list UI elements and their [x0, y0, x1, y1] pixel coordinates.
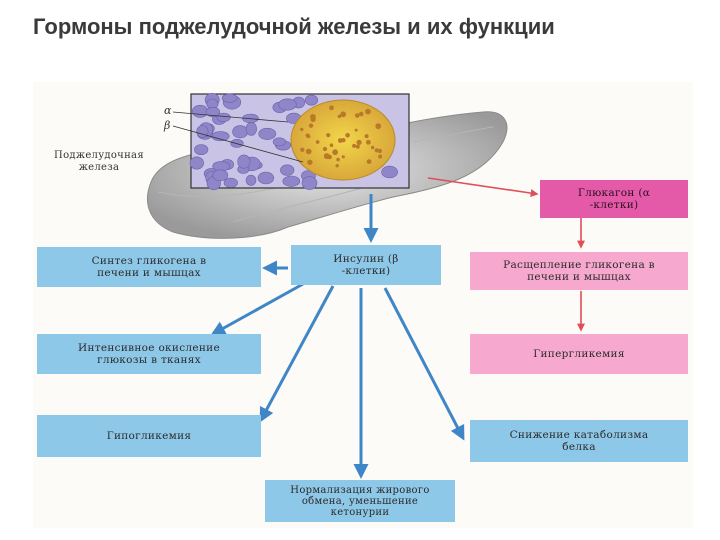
islet-cell — [337, 138, 343, 143]
insulin-box: Инсулин (β -клетки) — [291, 245, 441, 285]
islet-cell — [326, 133, 331, 138]
fat-metabolism-box: Нормализация жирового обмена, уменьшение… — [265, 480, 455, 522]
acinar-cell — [237, 154, 251, 169]
acinar-cell — [232, 125, 249, 139]
acinar-cell — [245, 174, 257, 186]
islet-cell — [335, 164, 339, 168]
islet-cell — [378, 154, 383, 159]
islet-cell — [315, 140, 320, 144]
arrow-insulin-to-oxidation — [210, 282, 304, 336]
acinar-cell — [245, 122, 257, 136]
arrow-islet-to-glucagon — [427, 177, 539, 198]
islet-cell — [300, 147, 305, 152]
diagram-canvas — [147, 92, 585, 479]
islet-cell — [305, 148, 312, 155]
acinar-cell — [212, 169, 229, 182]
glycogen-breakdown-box: Расщепление гликогена в печени и мышцах — [470, 252, 688, 290]
islet-cell — [345, 133, 350, 138]
acinar-cell — [280, 164, 295, 176]
islet-cell — [340, 111, 347, 118]
islet-cell — [366, 159, 372, 164]
acinar-cell — [196, 125, 209, 138]
islet-cell — [354, 113, 360, 118]
page-title: Гормоны поджелудочной железы и их функци… — [33, 14, 555, 39]
alpha-label: α — [164, 104, 172, 117]
acinar-cell — [282, 175, 301, 187]
acinar-cell — [272, 137, 286, 147]
acinar-cell — [194, 144, 209, 155]
beta-label: β — [164, 119, 171, 132]
acinar-cell — [189, 156, 204, 170]
islet-cell — [308, 123, 314, 128]
islet-cell — [364, 134, 369, 139]
diagram-figure: α β Поджелудочная железа Глюкагон (α -кл… — [33, 82, 693, 528]
acinar-cell — [278, 98, 297, 111]
islet-inset — [172, 92, 410, 191]
islet-cell — [370, 145, 375, 150]
arrow-insulin-to-catabolism — [383, 287, 465, 441]
arrow-insulin-to-hypoglycemia — [259, 285, 335, 423]
acinar-cell — [221, 93, 238, 103]
hypoglycemia-box: Гипогликемия — [37, 415, 261, 457]
acinar-cell — [257, 171, 275, 185]
islet-cell — [323, 153, 330, 160]
glucagon-box: Глюкагон (α -клетки) — [540, 180, 688, 218]
islet-cell — [355, 144, 360, 149]
acinar-cell — [304, 94, 319, 106]
glycogen-synthesis-box: Синтез гликогена в печени и мышцах — [37, 247, 261, 287]
islet-cell — [366, 139, 371, 145]
acinar-cell — [205, 106, 221, 118]
islet-cell — [310, 116, 316, 122]
acinar-cell — [192, 104, 209, 118]
pancreas-label: Поджелудочная железа — [54, 150, 144, 173]
arrows — [210, 177, 585, 479]
islet-cell — [365, 108, 371, 115]
islet-cell — [329, 143, 334, 147]
islet-cell — [336, 157, 340, 162]
islet-cell — [322, 146, 328, 152]
islet-cell — [356, 139, 362, 145]
islet-cell — [306, 134, 311, 139]
islet-cell — [329, 105, 334, 111]
catabolism-reduction-box: Снижение катаболизма белка — [470, 420, 688, 462]
islet-cell — [374, 148, 379, 153]
glucose-oxidation-box: Интенсивное окисление глюкозы в тканях — [37, 334, 261, 374]
islet-cell — [341, 155, 345, 159]
islet-cell — [358, 111, 364, 117]
islet-cell — [375, 123, 382, 130]
islet-cell — [337, 114, 342, 119]
hyperglycemia-box: Гипергликемия — [470, 334, 688, 374]
islet-cell — [307, 159, 313, 165]
islet-cell — [352, 143, 357, 148]
islet-cell — [300, 127, 304, 132]
acinar-cell — [301, 176, 318, 190]
acinar-cell — [223, 177, 238, 188]
acinar-cell — [258, 127, 277, 140]
acinar-cell — [381, 165, 398, 179]
islet-cell — [354, 128, 358, 132]
islet-cell — [332, 149, 338, 156]
